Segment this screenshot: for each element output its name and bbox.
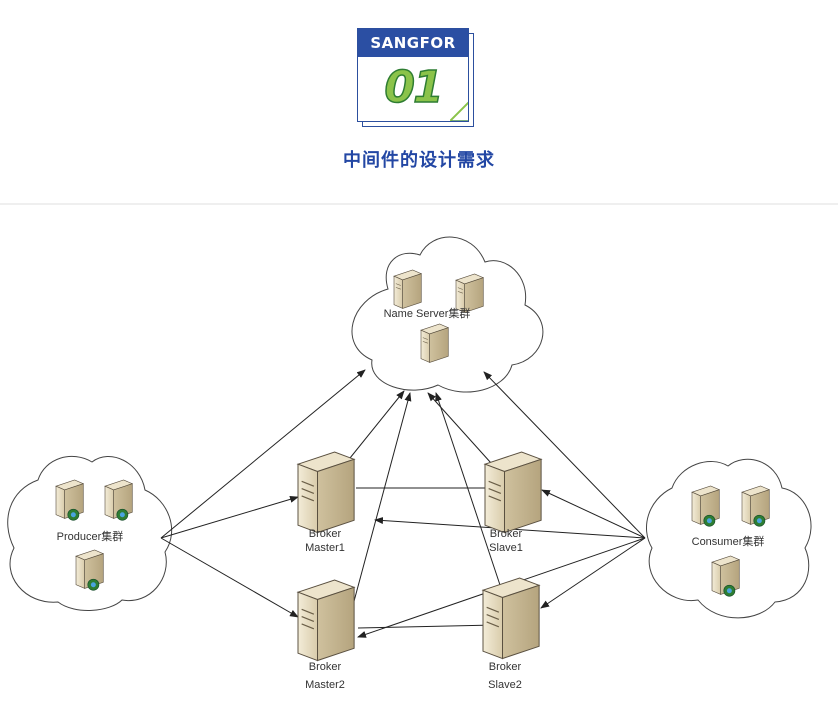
brand-label: SANGFOR	[358, 29, 468, 57]
arrow-slave2-nameserver	[435, 392, 501, 586]
client-server-icon	[104, 479, 134, 521]
server-icon	[455, 273, 485, 313]
architecture-diagram: Name Server集群 Producer集群 Consumer集群 Brok…	[7, 236, 812, 691]
arrow-master2-nameserver	[352, 392, 412, 606]
broker-server-icon	[296, 451, 356, 534]
arrow-consumer-slave2	[540, 537, 646, 609]
section-number: 01	[384, 61, 445, 114]
broker-server-icon	[483, 451, 543, 534]
broker-slave2-label: Broker	[489, 661, 522, 673]
arrow-consumer-nameserver	[483, 371, 646, 539]
arrow-producer-nameserver	[160, 369, 366, 539]
connection-arrows	[160, 369, 646, 638]
broker-master2-sublabel: Master2	[305, 679, 345, 691]
cloud-consumer	[646, 458, 812, 619]
node-labels: Name Server集群 Producer集群 Consumer集群 Brok…	[57, 306, 765, 691]
arrow-producer-master2	[160, 537, 299, 618]
server-icons	[55, 269, 771, 662]
arrow-slave1-nameserver	[427, 392, 492, 464]
badge-card: SANGFOR 01	[357, 28, 469, 122]
section-header: SANGFOR 01 中间件的设计需求	[0, 0, 838, 203]
broker-master2-label: Broker	[309, 661, 342, 673]
client-server-icon	[691, 485, 721, 527]
broker-master1-sublabel: Master1	[305, 542, 345, 554]
arrow-master1-nameserver	[345, 390, 405, 464]
broker-slave1-sublabel: Slave1	[489, 542, 523, 554]
consumer-label: Consumer集群	[692, 534, 765, 548]
client-server-icon	[55, 479, 85, 521]
broker-server-icon	[296, 579, 356, 662]
server-icon	[393, 269, 423, 309]
section-number-badge: SANGFOR 01	[357, 28, 474, 127]
section-title: 中间件的设计需求	[343, 150, 495, 170]
broker-server-icon	[481, 577, 541, 660]
broker-slave1-label: Broker	[490, 528, 523, 540]
arrow-master2-slave2	[357, 621, 496, 629]
arrow-producer-master1	[160, 495, 299, 539]
client-server-icon	[711, 555, 741, 597]
broker-slave2-sublabel: Slave2	[488, 679, 522, 691]
divider	[0, 203, 838, 205]
producer-label: Producer集群	[57, 529, 124, 543]
client-server-icon	[741, 485, 771, 527]
arrow-consumer-slave1	[541, 489, 646, 539]
page-fold-icon	[450, 101, 468, 121]
server-icon	[420, 323, 450, 363]
broker-master1-label: Broker	[309, 528, 342, 540]
client-server-icon	[75, 549, 105, 591]
name-server-label: Name Server集群	[384, 306, 471, 320]
